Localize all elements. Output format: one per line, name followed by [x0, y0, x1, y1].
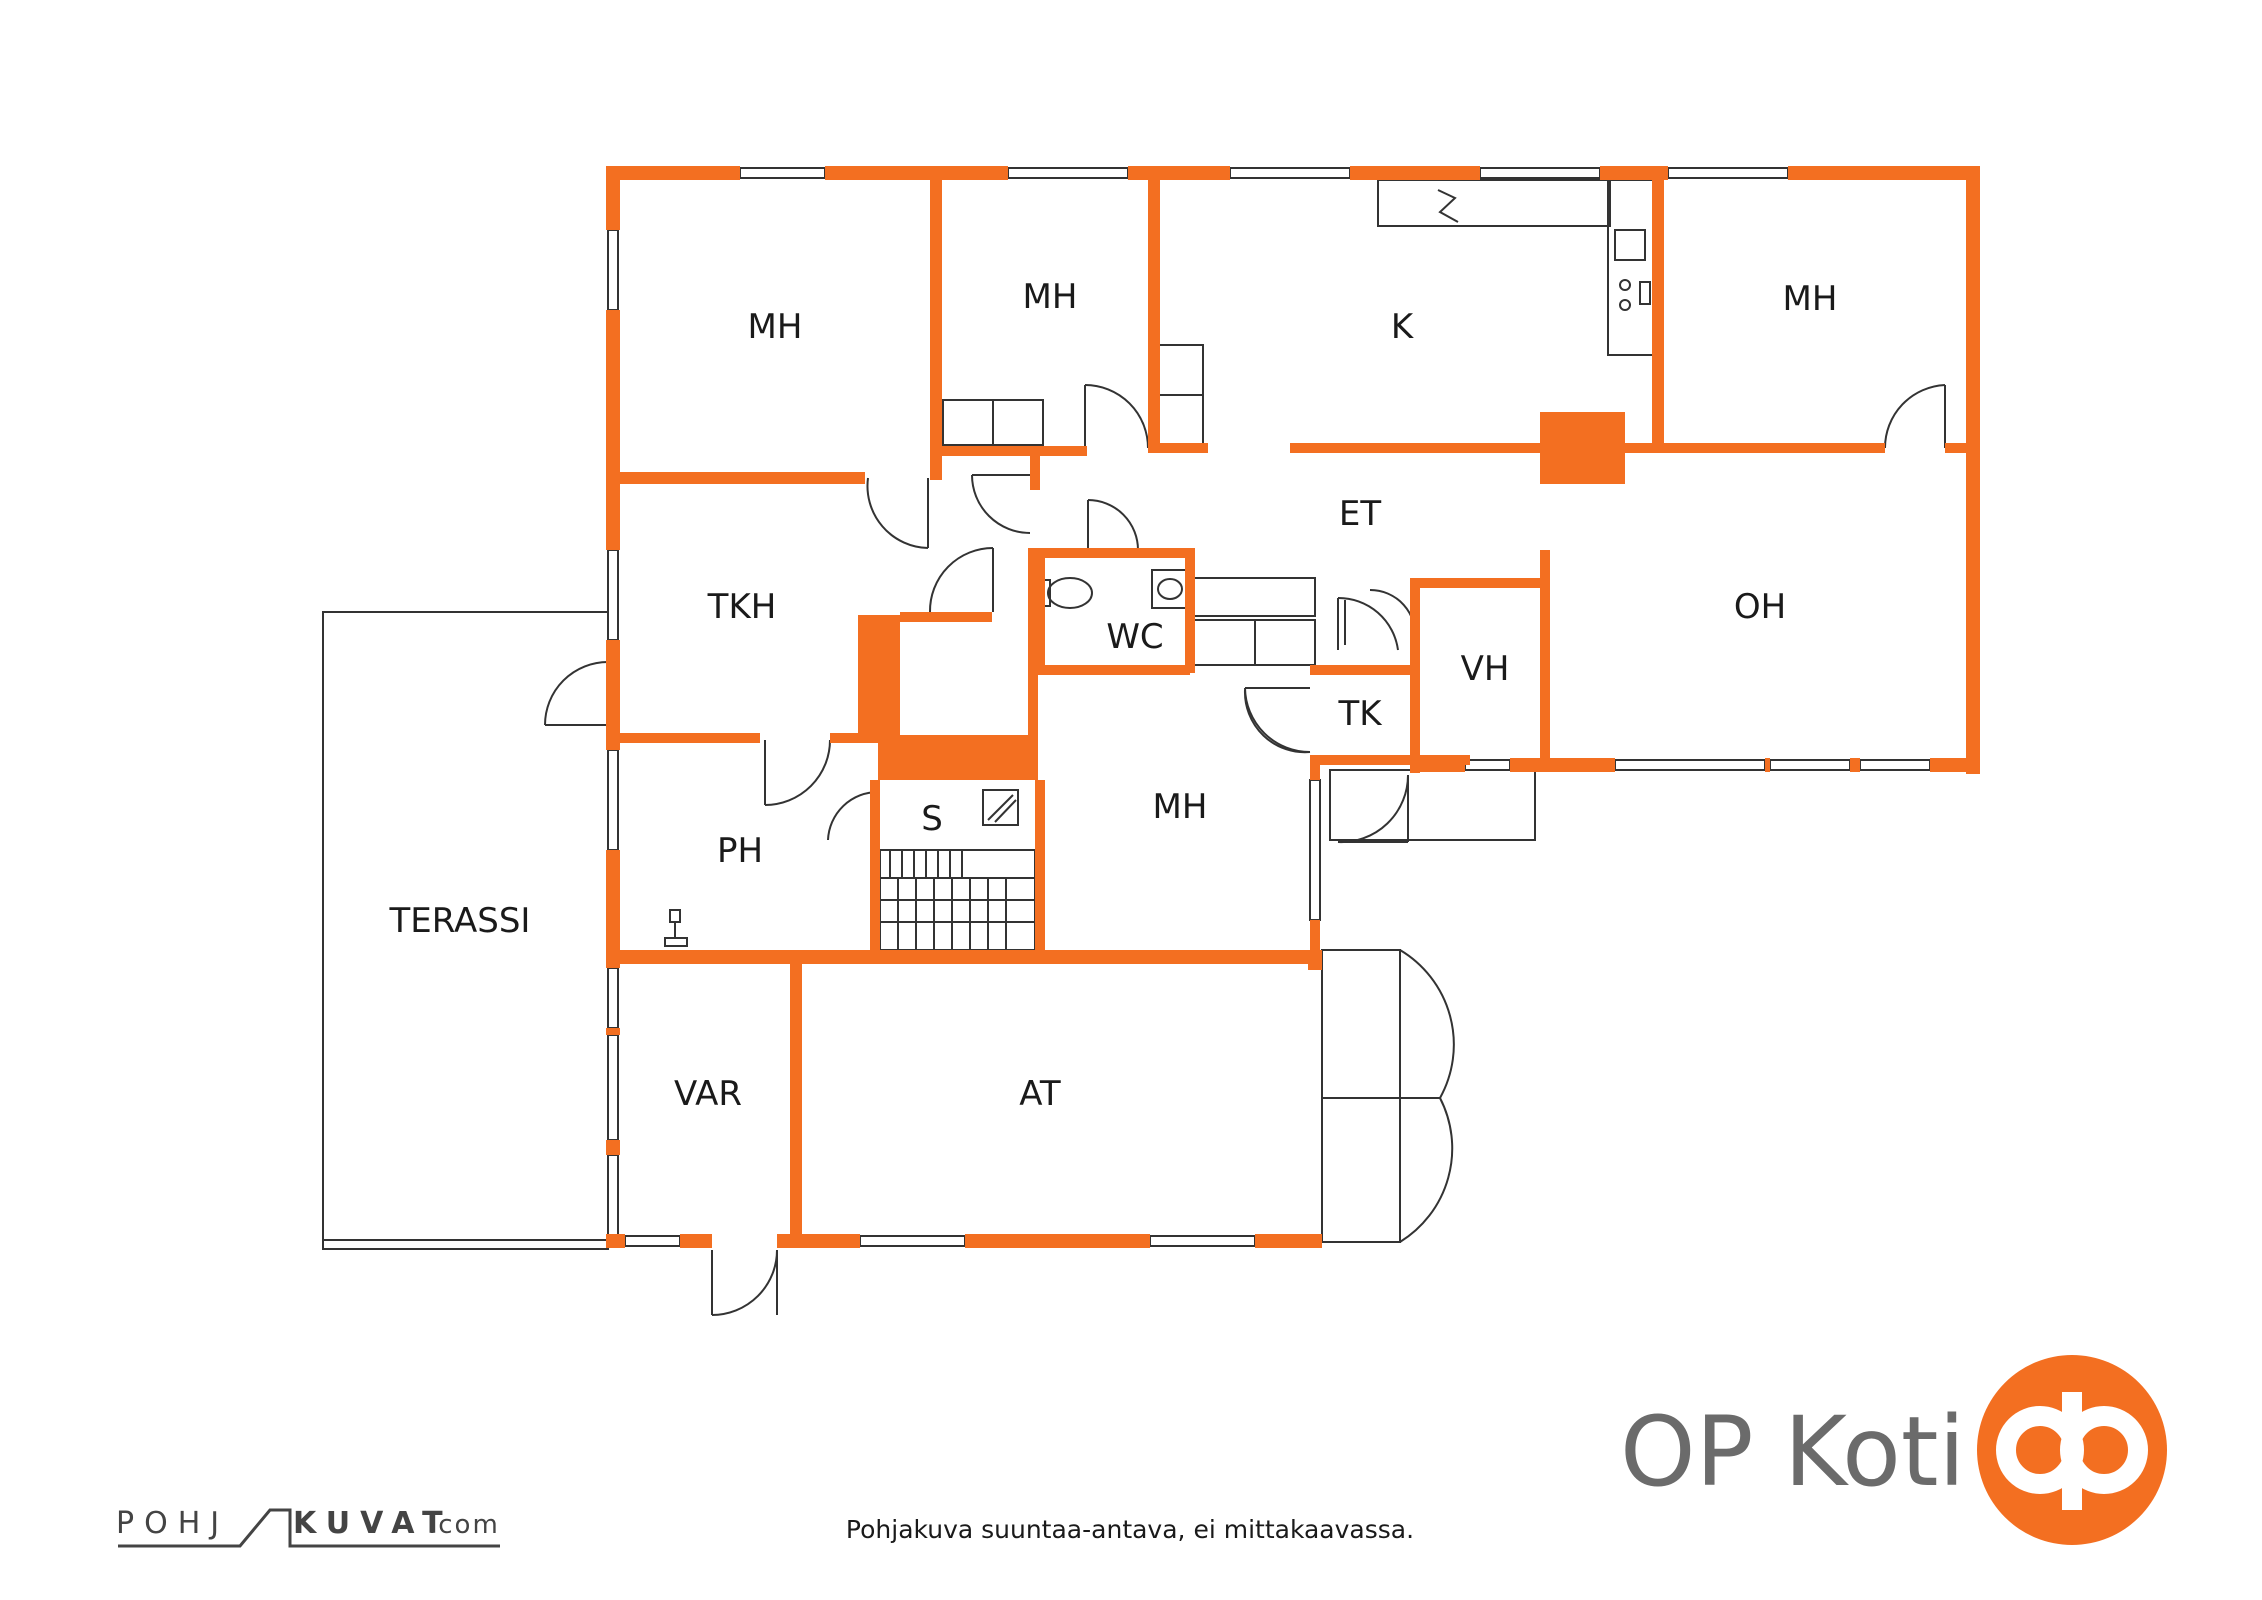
room-var-label: VAR [674, 1074, 742, 1114]
room-wc-label: WC [1106, 617, 1163, 657]
room-mh2-label: MH [1023, 277, 1078, 317]
pohjakuvat-arch [118, 1508, 500, 1548]
pohjakuvat-suffix: .com [428, 1510, 500, 1540]
toilet [1037, 577, 1093, 609]
room-k-label: K [1391, 307, 1415, 347]
op-logo-icon [1977, 1355, 2167, 1545]
room-terassi-label: TERASSI [389, 901, 531, 941]
disclaimer-text: Pohjakuva suuntaa-antava, ei mittakaavas… [846, 1515, 1414, 1544]
brand-name: OP Koti [1620, 1396, 1965, 1508]
fixtures-and-doors [322, 167, 1946, 1316]
room-tk-label: TK [1337, 694, 1383, 734]
garage-door-frame [1321, 949, 1401, 1243]
chimney [982, 789, 1019, 826]
room-et-label: ET [1339, 494, 1381, 534]
room-mh3-label: MH [1783, 279, 1838, 319]
sink [1151, 569, 1189, 609]
entrance-porch [1329, 769, 1536, 841]
staircase [879, 849, 1036, 951]
room-mh1-label: MH [748, 307, 803, 347]
pohjakuvat-right: KUVAT [293, 1506, 453, 1541]
room-labels: MH MH K MH ET TKH WC OH VH TK S PH MH TE… [389, 277, 1838, 1114]
kitchen-counter [1377, 179, 1611, 227]
wardrobe-hall-1 [1189, 577, 1316, 617]
room-vh-label: VH [1461, 649, 1510, 689]
room-ph-label: PH [717, 831, 763, 871]
pohjakuvat-left: POHJ [116, 1506, 229, 1541]
room-tkh-label: TKH [707, 587, 777, 627]
room-at-label: AT [1019, 1074, 1061, 1114]
room-s-label: S [921, 799, 943, 839]
floor-drain [664, 909, 688, 947]
op-koti-brand: OP Koti [1620, 1355, 2167, 1545]
wardrobe-hall-2 [1189, 619, 1316, 666]
kitchen-counter-side [1607, 179, 1657, 356]
room-mh4-label: MH [1153, 787, 1208, 827]
windows [607, 167, 1931, 1247]
room-oh-label: OH [1734, 587, 1786, 627]
pohjakuvat-logo: POHJ KUVAT .com [116, 1506, 500, 1548]
walls [606, 166, 1980, 1248]
